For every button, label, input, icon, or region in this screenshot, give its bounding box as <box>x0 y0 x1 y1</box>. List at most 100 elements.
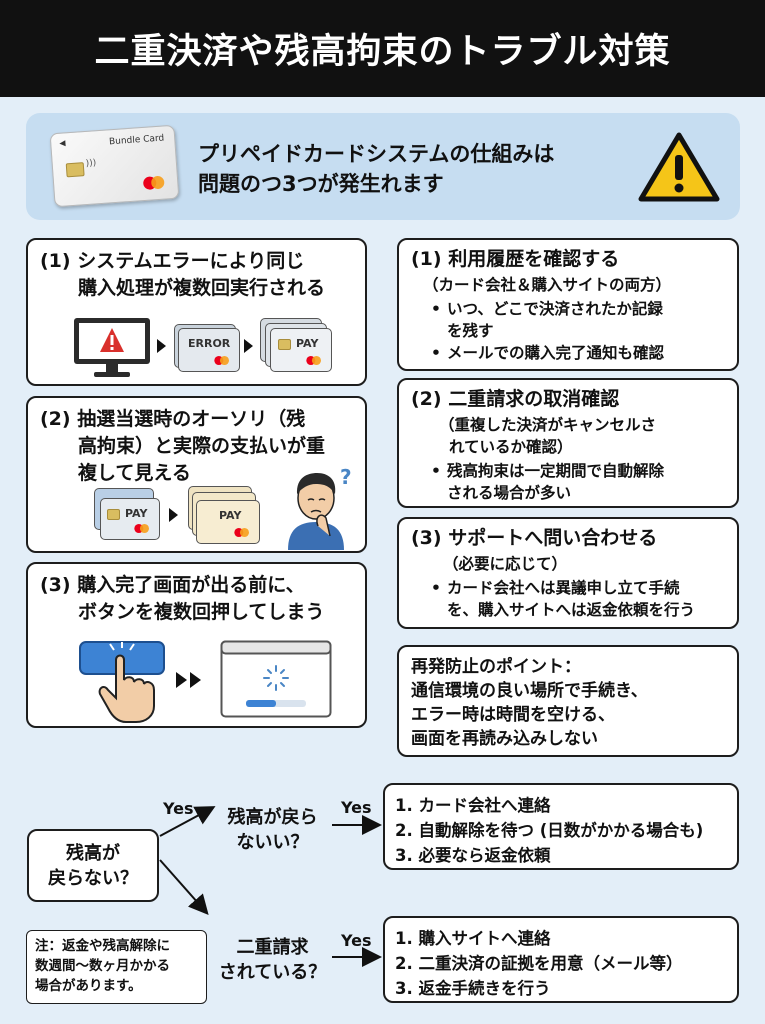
action-2-bullet-1: 残高拘束は一定期間で自動解除 される場合が多い <box>427 460 664 504</box>
prevention-title: 再発防止のポイント： <box>411 657 581 677</box>
card-brand: Bundle Card <box>108 133 165 148</box>
cause-1-title: (1) システムエラーにより同じ 購入処理が複数回実行される <box>40 248 325 302</box>
action-1-bullets: いつ、どこで決済されたか記録 を残す メールでの購入完了通知も確認 <box>427 298 664 364</box>
bullet-line: 残高拘束は一定期間で自動解除 <box>447 462 665 480</box>
action-box-3: (3) サポートへ問い合わせる （必要に応じて） カード会社へは異議申し立て手続… <box>397 517 739 629</box>
intro-panel: ◀ Bundle Card ))) プリペイドカードシステムの仕組みは 問題のつ… <box>26 113 740 220</box>
pay-card-label: PAY <box>125 507 148 520</box>
action-3-title: (3) サポートへ問い合わせる <box>411 527 658 549</box>
cause-1-title-line-1: (1) システムエラーにより同じ <box>40 250 305 272</box>
step-item: 2. 二重決済の証拠を用意（メール等） <box>395 954 683 973</box>
step-item: 1. 購入サイトへ連絡 <box>395 929 551 948</box>
action-3-bullet-1: カード会社へは異議申し立て手続 を、購入サイトへは返金依頼を行う <box>427 577 695 621</box>
pay-card-label: PAY <box>219 509 242 522</box>
mastercard-logo-icon <box>134 523 149 534</box>
mastercard-logo-icon <box>234 527 249 538</box>
action-box-2: (2) 二重請求の取消確認 （重複した決済がキャンセルさ れているか確認） 残高… <box>397 378 739 508</box>
cause-box-1: (1) システムエラーにより同じ 購入処理が複数回実行される ERROR PAY <box>26 238 367 386</box>
pay-card-label: PAY <box>296 337 319 350</box>
cause-3-title: (3) 購入完了画面が出る前に、 ボタンを複数回押してしまう <box>40 572 324 626</box>
page-title: 二重決済や残高拘束のトラブル対策 <box>94 32 671 72</box>
flow-q1-line-1: 残高が戻ら <box>227 807 318 828</box>
prevention-line: 画面を再読み込みしない <box>411 729 598 749</box>
prevention-box: 再発防止のポイント： 通信環境の良い場所で手続き、 エラー時は時間を空ける、 画… <box>397 645 739 757</box>
chip-icon <box>65 162 85 178</box>
mastercard-logo-icon <box>214 355 229 366</box>
bullet-line: を残す <box>447 322 494 340</box>
yes-label: Yes <box>341 931 372 950</box>
step-item: 3. 必要なら返金依頼 <box>395 846 551 865</box>
bullet-line: カード会社へは異議申し立て手続 <box>447 579 680 597</box>
intro-line-2: 問題のつ3つが発生れます <box>198 172 444 196</box>
cause-2-title: (2) 抽選当選時のオーソリ（残 高拘束）と実際の支払いが重 複して見える <box>40 406 325 487</box>
mastercard-logo-icon <box>306 355 322 366</box>
step-item: 1. カード会社へ連絡 <box>395 796 551 815</box>
flow-start-line-1: 残高が <box>66 842 120 864</box>
mastercard-logo-icon <box>143 176 166 191</box>
pay-card: PAY <box>100 498 160 540</box>
arrow-right-icon <box>244 339 253 353</box>
action-box-1: (1) 利用履歴を確認する （カード会社＆購入サイトの両方） いつ、どこで決済さ… <box>397 238 739 371</box>
action-1-title: (1) 利用履歴を確認する <box>411 248 620 270</box>
double-arrow-icon <box>176 672 187 688</box>
action-1-sub: （カード会社＆購入サイトの両方） <box>423 276 672 294</box>
contactless-icon: ))) <box>85 158 97 169</box>
note-line: 場合があります。 <box>35 978 142 994</box>
flow-question-2: 二重請求 されている？ <box>210 935 335 985</box>
chip-icon <box>107 509 120 520</box>
error-card-label: ERROR <box>188 337 231 350</box>
error-card: ERROR <box>178 328 240 372</box>
cause-3-title-line-1: (3) 購入完了画面が出る前に、 <box>40 574 305 596</box>
chip-icon <box>278 339 291 350</box>
arrow-right-icon <box>157 339 166 353</box>
question-mark: ? <box>340 465 352 489</box>
action-2-sub: （重複した決済がキャンセルさ れているか確認） <box>439 414 656 458</box>
action-2-sub-line-1: （重複した決済がキャンセルさ <box>439 416 657 434</box>
yes-label: Yes <box>341 798 372 817</box>
cause-2-title-line-2: 高拘束）と実際の支払いが重 <box>78 435 326 457</box>
cause-2-title-line-1: (2) 抽選当選時のオーソリ（残 <box>40 408 306 430</box>
pay-card: PAY <box>270 328 332 372</box>
bullet-line: メールでの購入完了通知も確認 <box>447 344 665 362</box>
cause-2-title-line-3: 複して見える <box>78 462 191 484</box>
cause-3-title-line-2: ボタンを複数回押してしまう <box>78 601 325 623</box>
action-2-bullets: 残高拘束は一定期間で自動解除 される場合が多い <box>427 460 664 504</box>
steps-box-b: 1. 購入サイトへ連絡 2. 二重決済の証拠を用意（メール等） 3. 返金手続き… <box>383 916 739 1003</box>
flow-start-line-2: 戻らない？ <box>48 867 138 889</box>
flowchart-arrows <box>159 806 382 967</box>
worried-person-icon: ? <box>288 465 352 550</box>
flow-start-box: 残高が 戻らない？ <box>27 829 159 902</box>
bullet-line: を、購入サイトへは返金依頼を行う <box>447 601 696 619</box>
flow-q2-line-1: 二重請求 <box>236 937 309 958</box>
prevention-line: エラー時は時間を空ける、 <box>411 705 615 725</box>
steps-box-a: 1. カード会社へ連絡 2. 自動解除を待つ (日数がかかる場合も) 3. 必要… <box>383 783 739 870</box>
page-header: 二重決済や残高拘束のトラブル対策 <box>0 0 765 97</box>
arrow-right-icon <box>169 508 178 522</box>
note-line: 注：返金や残高解除に <box>35 938 170 954</box>
yes-label: Yes <box>163 799 194 818</box>
action-1-bullet-2: メールでの購入完了通知も確認 <box>427 342 664 364</box>
loading-browser-icon <box>220 640 332 718</box>
step-item: 3. 返金手続きを行う <box>395 979 551 998</box>
flow-q2-line-2: されている？ <box>218 962 327 983</box>
intro-line-1: プリペイドカードシステムの仕組みは <box>198 142 555 166</box>
double-arrow-icon <box>190 672 201 688</box>
action-2-title: (2) 二重請求の取消確認 <box>411 388 620 410</box>
flow-q1-line-2: ないい？ <box>236 832 309 853</box>
cause-1-title-line-2: 購入処理が複数回実行される <box>78 277 326 299</box>
action-2-sub-line-2: れているか確認） <box>449 438 573 456</box>
card-mark-icon: ◀ <box>58 138 66 148</box>
clicking-hand-icon <box>79 641 165 723</box>
action-3-bullets: カード会社へは異議申し立て手続 を、購入サイトへは返金依頼を行う <box>427 577 695 621</box>
note-line: 数週間〜数ヶ月かかる <box>35 958 170 974</box>
note-box: 注：返金や残高解除に 数週間〜数ヶ月かかる 場合があります。 <box>26 930 207 1004</box>
step-item: 2. 自動解除を待つ (日数がかかる場合も) <box>395 821 704 840</box>
prepaid-card-image: ◀ Bundle Card ))) <box>49 124 180 208</box>
bullet-line: される場合が多い <box>447 484 572 502</box>
flow-question-1: 残高が戻ら ないい？ <box>210 805 335 855</box>
action-1-bullet-1: いつ、どこで決済されたか記録 を残す <box>427 298 664 342</box>
action-3-sub: （必要に応じて） <box>443 555 568 573</box>
intro-text: プリペイドカードシステムの仕組みは 問題のつ3つが発生れます <box>198 139 554 199</box>
bullet-line: いつ、どこで決済されたか記録 <box>447 300 663 318</box>
cause-box-3: (3) 購入完了画面が出る前に、 ボタンを複数回押してしまう <box>26 562 367 728</box>
